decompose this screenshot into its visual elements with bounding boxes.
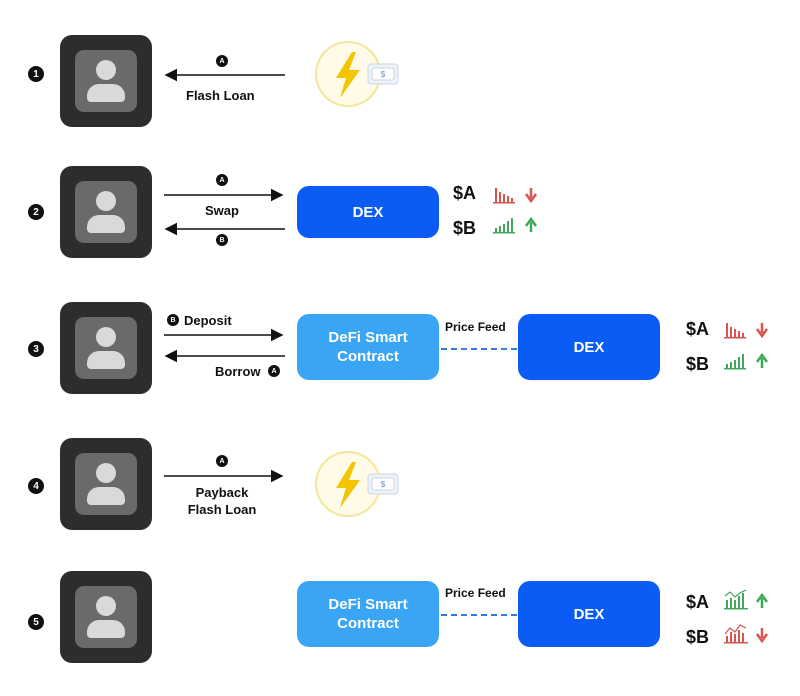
- asset-badge: B: [167, 314, 179, 326]
- swap-label: Swap: [205, 203, 239, 218]
- price-up-icon: [724, 589, 769, 610]
- token-symbol: $B: [686, 354, 710, 374]
- swap-out-arrow: [164, 188, 284, 202]
- user-avatar: [60, 438, 152, 530]
- price-feed-link: [441, 348, 517, 350]
- flash-loan-icon: $: [315, 451, 399, 517]
- token-symbol: $A: [686, 319, 710, 339]
- price-down-icon: [724, 624, 769, 644]
- user-icon: [75, 453, 137, 515]
- user-avatar: [60, 35, 152, 127]
- user-icon: [75, 586, 137, 648]
- user-avatar: [60, 302, 152, 394]
- flash-loan-icon: $: [315, 41, 399, 107]
- step-number: 1: [28, 66, 44, 82]
- defi-smart-contract-box: DeFi Smart Contract: [297, 314, 439, 380]
- asset-badge: A: [216, 174, 228, 186]
- svg-text:$: $: [381, 70, 386, 79]
- deposit-label: Deposit: [184, 313, 232, 328]
- asset-badge: A: [216, 55, 228, 67]
- user-icon: [75, 50, 137, 112]
- defi-smart-contract-box: DeFi Smart Contract: [297, 581, 439, 647]
- step-number: 2: [28, 204, 44, 220]
- user-avatar: [60, 571, 152, 663]
- payback-label-line2: Flash Loan: [187, 502, 257, 517]
- price-up-icon: [493, 216, 538, 234]
- borrow-arrow: [164, 349, 285, 363]
- svg-text:$: $: [381, 480, 386, 489]
- dex-box: DEX: [518, 581, 660, 647]
- token-symbol: $A: [686, 592, 710, 612]
- asset-badge: B: [216, 234, 228, 246]
- asset-badge: A: [216, 455, 228, 467]
- price-feed-label: Price Feed: [445, 320, 506, 334]
- price-feed-label: Price Feed: [445, 586, 506, 600]
- price-down-icon: [724, 323, 769, 339]
- token-symbol: $B: [453, 218, 477, 238]
- price-down-icon: [493, 188, 538, 204]
- swap-in-arrow: [164, 222, 285, 236]
- step-number: 4: [28, 478, 44, 494]
- flash-loan-label: Flash Loan: [186, 88, 255, 103]
- deposit-arrow: [164, 328, 284, 342]
- price-feed-link: [441, 614, 517, 616]
- price-up-icon: [724, 352, 769, 370]
- user-icon: [75, 317, 137, 379]
- dex-box: DEX: [297, 186, 439, 238]
- user-avatar: [60, 166, 152, 258]
- step-number: 3: [28, 341, 44, 357]
- asset-badge: A: [268, 365, 280, 377]
- token-symbol: $A: [453, 183, 477, 203]
- user-icon: [75, 181, 137, 243]
- token-symbol: $B: [686, 627, 710, 647]
- step-number: 5: [28, 614, 44, 630]
- dex-box: DEX: [518, 314, 660, 380]
- payback-arrow: [164, 469, 284, 483]
- payback-label-line1: Payback: [195, 485, 249, 500]
- borrow-label: Borrow: [215, 364, 261, 379]
- flash-loan-arrow: [164, 68, 285, 82]
